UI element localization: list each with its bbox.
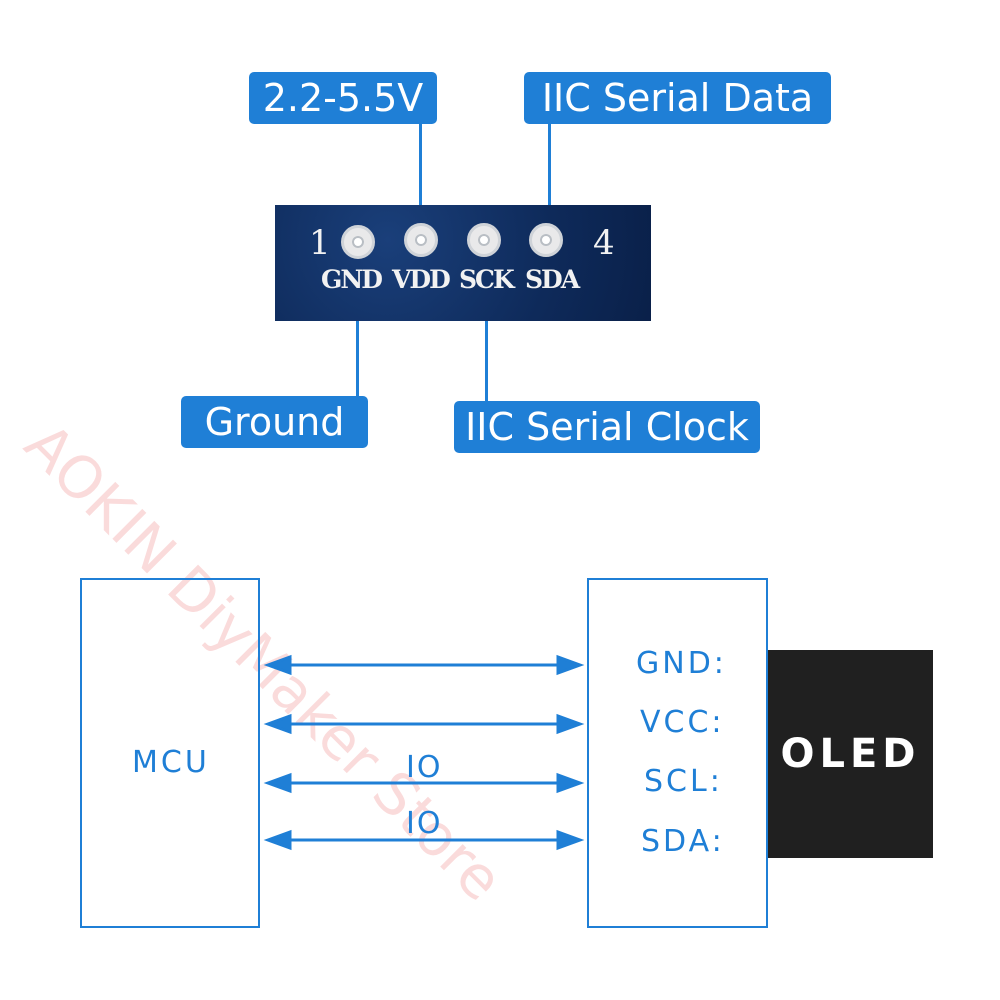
gnd-leader-line bbox=[356, 248, 359, 396]
scl-arrow-head-left bbox=[263, 772, 292, 794]
sda-arrow-head-left bbox=[263, 829, 292, 851]
vdd-voltage-callout: 2.2-5.5V bbox=[249, 72, 437, 124]
sck-pad bbox=[467, 223, 501, 257]
gnd-arrow-head-right bbox=[556, 654, 585, 676]
mcu-label: MCU bbox=[132, 745, 210, 780]
sda-io-label: IO bbox=[406, 806, 443, 841]
vdd-leader-line bbox=[419, 124, 422, 230]
oled-block: OLED bbox=[768, 650, 933, 858]
scl-arrow-head-right bbox=[556, 772, 585, 794]
vdd-silkscreen: VDD bbox=[392, 265, 451, 294]
mcu-box bbox=[80, 578, 260, 928]
module-pin-gnd: GND: bbox=[636, 646, 727, 681]
scl-io-label: IO bbox=[406, 750, 443, 785]
scl-leader-line bbox=[485, 248, 488, 401]
sda-callout: IIC Serial Data bbox=[524, 72, 831, 124]
oled-module-header-board: 1 4 GND VDD SCK SDA bbox=[275, 205, 651, 321]
sda-leader-line bbox=[548, 124, 551, 230]
vdd-pad bbox=[404, 223, 438, 257]
pin-4-marker: 4 bbox=[593, 223, 615, 263]
module-pin-vcc: VCC: bbox=[640, 705, 725, 740]
gnd-callout: Ground bbox=[181, 396, 368, 448]
module-pin-sda: SDA: bbox=[641, 824, 725, 859]
module-pin-scl: SCL: bbox=[644, 764, 723, 799]
pin-1-marker: 1 bbox=[309, 223, 331, 263]
sda-pad bbox=[529, 223, 563, 257]
gnd-arrow-head-left bbox=[263, 654, 292, 676]
sda-arrow-head-right bbox=[556, 829, 585, 851]
sda-silkscreen: SDA bbox=[525, 265, 580, 294]
scl-callout: IIC Serial Clock bbox=[454, 401, 760, 453]
vcc-arrow-head-left bbox=[263, 713, 292, 735]
oled-pin-box bbox=[587, 578, 768, 928]
gnd-silkscreen: GND bbox=[321, 265, 383, 294]
vcc-arrow-head-right bbox=[556, 713, 585, 735]
gnd-pad bbox=[341, 225, 375, 259]
sck-silkscreen: SCK bbox=[459, 265, 515, 294]
